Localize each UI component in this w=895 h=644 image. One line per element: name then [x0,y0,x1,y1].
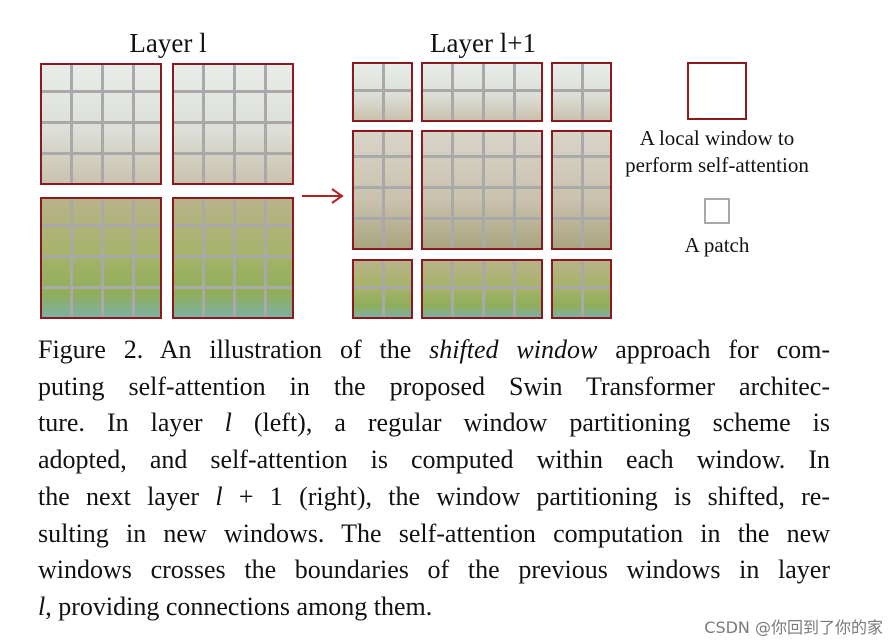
window [172,197,294,319]
window [421,62,543,122]
window [352,259,413,319]
caption-line: l, providing connections among them. [38,591,433,621]
window [40,197,162,319]
legend-window-label: A local window to [639,126,795,150]
watermark: CSDN @你回到了你的家 [704,618,883,637]
window [352,62,413,122]
caption-line: Figure 2. An illustration of the shifted… [38,335,830,364]
caption-line: ture. In layer l (left), a regular windo… [38,408,830,438]
window [352,130,413,250]
caption-line: puting self-attention in the proposed Sw… [38,371,830,401]
legend-patch-swatch [704,198,730,224]
window [172,63,294,185]
layer-l-plus-1-title: Layer l+1 [430,28,536,58]
window [551,259,612,319]
window [421,130,543,250]
legend-patch-label: A patch [684,233,750,257]
window [40,63,162,185]
caption-line: adopted, and self-attention is computed … [38,445,830,475]
arrow-right-icon [302,188,344,204]
legend-window-swatch [687,62,747,120]
caption-line: sulting in new windows. The self-attenti… [38,518,830,548]
layer-l-title: Layer l [129,28,207,58]
caption-line: the next layer l + 1 (right), the window… [38,481,831,511]
window [551,130,612,250]
caption-line: windows crosses the boundaries of the pr… [38,555,830,585]
legend-window-label-line2: perform self-attention [625,153,809,177]
figure-caption: Figure 2. An illustration of the shifted… [38,332,830,626]
window [551,62,612,122]
window [421,259,543,319]
